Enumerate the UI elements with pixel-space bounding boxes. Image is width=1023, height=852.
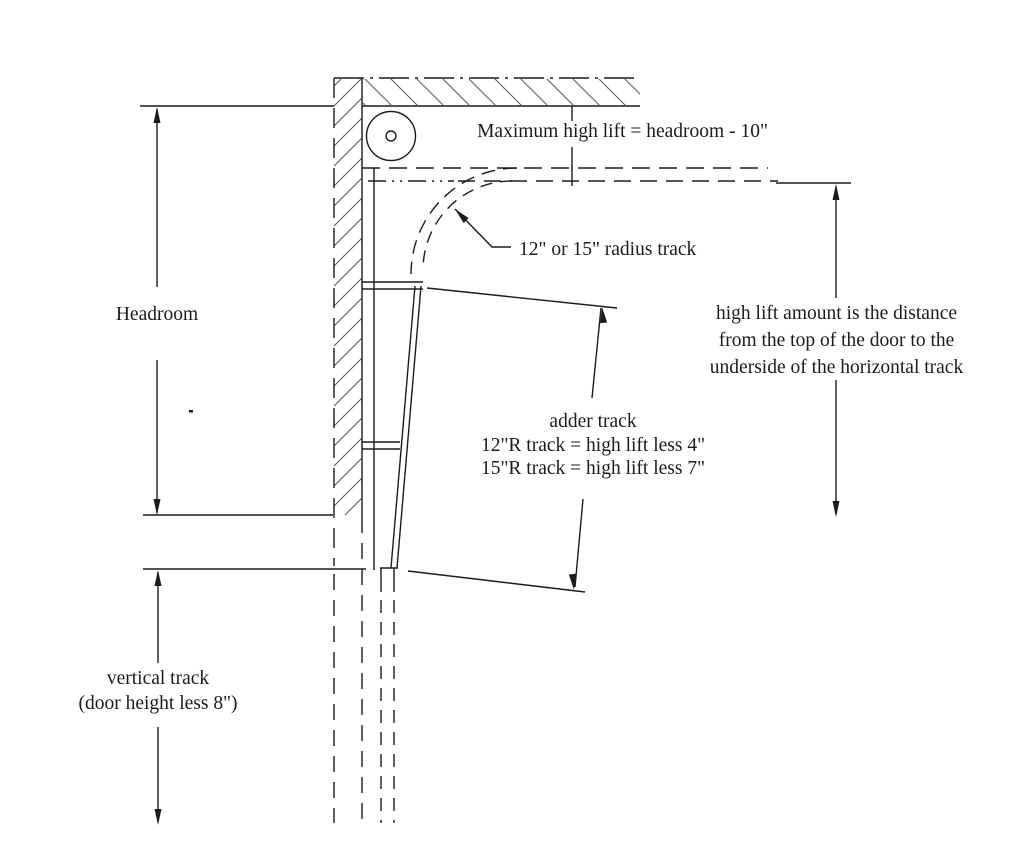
high-lift-note-line1: high lift amount is the distance [716,303,957,324]
adder-track-line2: 12"R track = high lift less 4" [480,434,706,456]
vertical-track-line2: (door height less 8") [78,693,238,714]
high-lift-note-line3: underside of the horizontal track [709,357,964,378]
high-lift-note: high lift amount is the distance from th… [686,300,987,381]
vertical-track-line1: vertical track [106,668,210,689]
adder-track-line1: adder track [549,411,637,432]
arrow-vtrack-bottom-icon [154,809,162,825]
radius-track-outer-arc [410,167,518,275]
ceiling-beam-hatch [363,79,640,105]
headroom-label: Headroom [115,304,199,325]
arrow-radius-leader-icon [455,209,469,223]
radius-track-leader [454,208,511,248]
radius-track-label: 12" or 15" radius track [519,239,697,260]
arrow-adder-bottom-icon [568,573,576,590]
arrow-headroom-top-icon [153,107,161,123]
arrow-highlift-top-icon [832,184,840,200]
cable-drum-icon [365,110,417,162]
arrow-vtrack-top-icon [154,570,162,586]
adder-top-ext-line [426,287,618,309]
adder-track-line3: 15"R track = high lift less 7" [480,458,706,479]
vertical-track-note: vertical track (door height less 8") [17,666,299,716]
radius-track-inner-arc [422,180,513,271]
adder-dim-lower [574,498,584,588]
arrow-highlift-bottom-icon [832,501,840,517]
adder-dim-upper [591,307,602,399]
stray-mark [189,410,193,413]
adder-track-note: adder track 12"R track = high lift less … [443,410,743,481]
high-lift-track-inner [390,285,416,569]
high-lift-note-line2: from the top of the door to the [718,330,955,351]
adder-bottom-ext-line [407,570,586,593]
wall-hatch [334,78,362,515]
arrow-headroom-bottom-icon [153,499,161,515]
cable-drum-hub-icon [385,130,397,142]
arrow-adder-top-icon [600,307,608,324]
high-lift-track-outer [396,285,422,569]
max-high-lift-label: Maximum high lift = headroom - 10" [477,121,768,142]
